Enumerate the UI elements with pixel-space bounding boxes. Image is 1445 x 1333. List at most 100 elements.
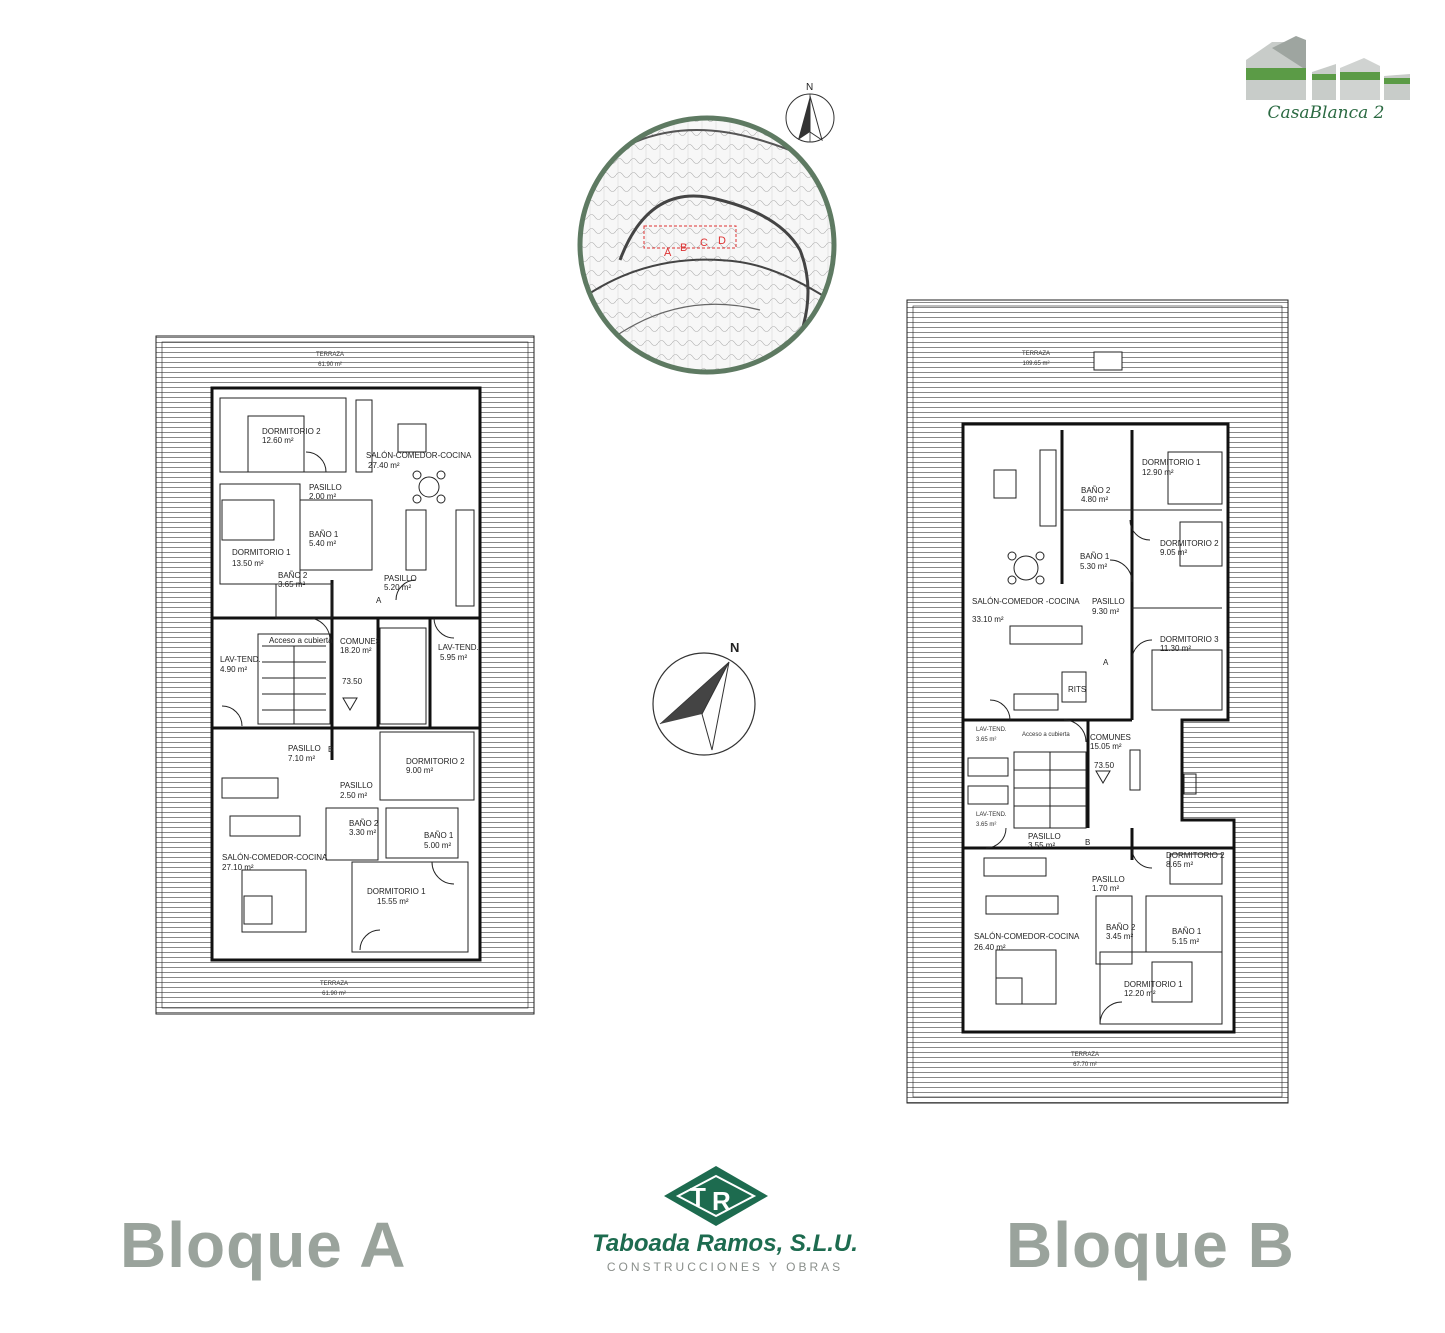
- block-b-room-name: DORMITORIO 1: [1142, 458, 1201, 467]
- block-a-room-name: LAV-TEND.: [438, 643, 479, 652]
- block-a-room-area: 5.40 m²: [309, 539, 336, 548]
- block-b-terrace-bottom-area: 67.70 m²: [1073, 1062, 1097, 1068]
- block-b-room-area: 11.30 m²: [1160, 644, 1191, 653]
- block-a-room-name: BAÑO 1: [424, 831, 454, 840]
- block-a-plan: TERRAZA 61.90 m² DORMITORIO 2 12.60 m² S…: [155, 335, 535, 1015]
- block-b-room-area: 3.65 m²: [976, 822, 996, 828]
- block-a-room-name: DORMITORIO 1: [367, 887, 426, 896]
- block-b-room-name: SALÓN-COMEDOR-COCINA: [974, 932, 1080, 941]
- block-a-room-name: DORMITORIO 2: [262, 427, 321, 436]
- block-b-room-area: 12.90 m²: [1142, 468, 1174, 477]
- block-b-room-name: PASILLO: [1092, 597, 1125, 606]
- block-b-room-name: DORMITORIO 2: [1166, 851, 1225, 860]
- block-a-room-name: DORMITORIO 1: [232, 548, 291, 557]
- block-a-room-name: COMUNES: [340, 637, 381, 646]
- block-b-room-area: 26.40 m²: [974, 943, 1006, 952]
- map-block-a: A: [664, 247, 672, 259]
- block-a-room-name: BAÑO 2: [278, 571, 308, 580]
- block-b-room-area: 5.30 m²: [1080, 562, 1107, 571]
- compass-rose-icon: N: [652, 640, 756, 756]
- block-b-terrace-top-area: 109.65 m²: [1022, 361, 1049, 367]
- location-map: A B C D: [577, 115, 837, 375]
- block-a-room-area: 2.00 m²: [309, 492, 336, 501]
- block-a-room-area: 9.00 m²: [406, 766, 433, 775]
- map-block-d: D: [718, 235, 726, 247]
- block-a-room-name: SALÓN-COMEDOR-COCINA: [366, 451, 472, 460]
- block-b-room-name: PASILLO: [1092, 875, 1125, 884]
- compass-north-label: N: [730, 640, 739, 655]
- block-a-room-name: PASILLO: [340, 781, 373, 790]
- block-b-room-name: BAÑO 2: [1106, 923, 1136, 932]
- block-a-room-area: 13.50 m²: [232, 559, 264, 568]
- block-a-terrace-top-area: 61.90 m²: [318, 362, 342, 368]
- block-b-room-name: DORMITORIO 2: [1160, 539, 1219, 548]
- block-b-room-area: 8.65 m²: [1166, 860, 1193, 869]
- block-b-room-area: 15.05 m²: [1090, 742, 1122, 751]
- block-a-room-area: 27.10 m²: [222, 863, 254, 872]
- block-a-room-area: 4.90 m²: [220, 665, 247, 674]
- block-b-room-area: 1.70 m²: [1092, 884, 1119, 893]
- block-b-title: Bloque B: [1006, 1209, 1295, 1281]
- block-a-door-a: A: [376, 596, 382, 605]
- block-b-door-b: B: [1085, 838, 1090, 847]
- block-a-room-area: 27.40 m²: [368, 461, 400, 470]
- taboada-ramos-logo-icon: T R: [664, 1166, 768, 1226]
- block-a-level: 73.50: [342, 677, 363, 686]
- block-a-room-name: SALÓN-COMEDOR-COCINA: [222, 853, 328, 862]
- block-b-room-name: SALÓN-COMEDOR -COCINA: [972, 597, 1080, 606]
- block-b-door-a: A: [1103, 658, 1109, 667]
- company-name: Taboada Ramos, S.L.U.: [592, 1230, 858, 1257]
- north-label: N: [806, 82, 813, 93]
- block-b-room-area: 3.55 m²: [1028, 841, 1055, 850]
- block-b-room-area: 9.30 m²: [1092, 607, 1119, 616]
- block-b-apartments-area: [961, 422, 1236, 1034]
- block-a-room-area: 3.30 m²: [349, 828, 376, 837]
- map-block-b: B: [680, 242, 687, 254]
- block-a-room-name: BAÑO 2: [349, 819, 379, 828]
- block-a-room-area: 12.60 m²: [262, 436, 294, 445]
- block-a-room-name: PASILLO: [309, 483, 342, 492]
- block-a-room-name: DORMITORIO 2: [406, 757, 465, 766]
- block-a-title: Bloque A: [120, 1209, 407, 1281]
- block-a-room-area: 5.95 m²: [440, 653, 467, 662]
- block-b-room-name: LAV-TEND.: [976, 727, 1007, 733]
- block-a-room-area: 18.20 m²: [340, 646, 372, 655]
- block-b-room-name: DORMITORIO 3: [1160, 635, 1219, 644]
- company-tagline: CONSTRUCCIONES Y OBRAS: [606, 1260, 844, 1274]
- company-logo: Taboada Ramos, S.L.U. CONSTRUCCIONES Y O…: [560, 1230, 890, 1274]
- block-a-room-area: 5.20 m²: [384, 583, 411, 592]
- block-b-room-name: COMUNES: [1090, 733, 1131, 742]
- block-b-room-name: LAV-TEND.: [976, 812, 1007, 818]
- block-a-room-name: PASILLO: [384, 574, 417, 583]
- block-b-room-area: 33.10 m²: [972, 615, 1004, 624]
- block-b-room-area: 9.05 m²: [1160, 548, 1187, 557]
- block-a-room-name: BAÑO 1: [309, 530, 339, 539]
- north-arrow-icon: N: [785, 82, 835, 143]
- block-b-terrace-bottom-name: TERRAZA: [1071, 1052, 1099, 1058]
- brand-name: CasaBlanca 2: [1267, 103, 1385, 123]
- block-a-room-name: PASILLO: [288, 744, 321, 753]
- block-a-terrace-top-name: TERRAZA: [316, 352, 344, 358]
- block-a-terrace-bottom-area: 61.90 m²: [322, 991, 346, 997]
- block-a-room-area: 15.55 m²: [377, 897, 409, 906]
- block-b-room-name: BAÑO 1: [1172, 927, 1202, 936]
- block-b-terrace-top-name: TERRAZA: [1022, 351, 1050, 357]
- block-b-rits-label: RITS: [1068, 685, 1086, 694]
- block-b-room-name: PASILLO: [1028, 832, 1061, 841]
- block-b-room-area: 5.15 m²: [1172, 937, 1199, 946]
- block-a-room-area: 3.65 m²: [278, 580, 305, 589]
- block-a-apartments-area: [210, 386, 482, 962]
- block-b-room-area: 3.45 m²: [1106, 932, 1133, 941]
- block-b-level: 73.50: [1094, 761, 1115, 770]
- block-b-room-name: DORMITORIO 1: [1124, 980, 1183, 989]
- block-b-room-area: 3.65 m²: [976, 737, 996, 743]
- block-b-access-label: Acceso a cubierta: [1022, 732, 1070, 738]
- block-b-room-area: 12.20 m²: [1124, 989, 1156, 998]
- block-a-access-label: Acceso a cubierta: [269, 636, 333, 645]
- block-b-room-area: 4.80 m²: [1081, 495, 1108, 504]
- block-a-room-area: 2.50 m²: [340, 791, 367, 800]
- svg-text:T: T: [690, 1182, 706, 1212]
- block-b-room-name: BAÑO 1: [1080, 552, 1110, 561]
- block-a-terrace-bottom-name: TERRAZA: [320, 981, 348, 987]
